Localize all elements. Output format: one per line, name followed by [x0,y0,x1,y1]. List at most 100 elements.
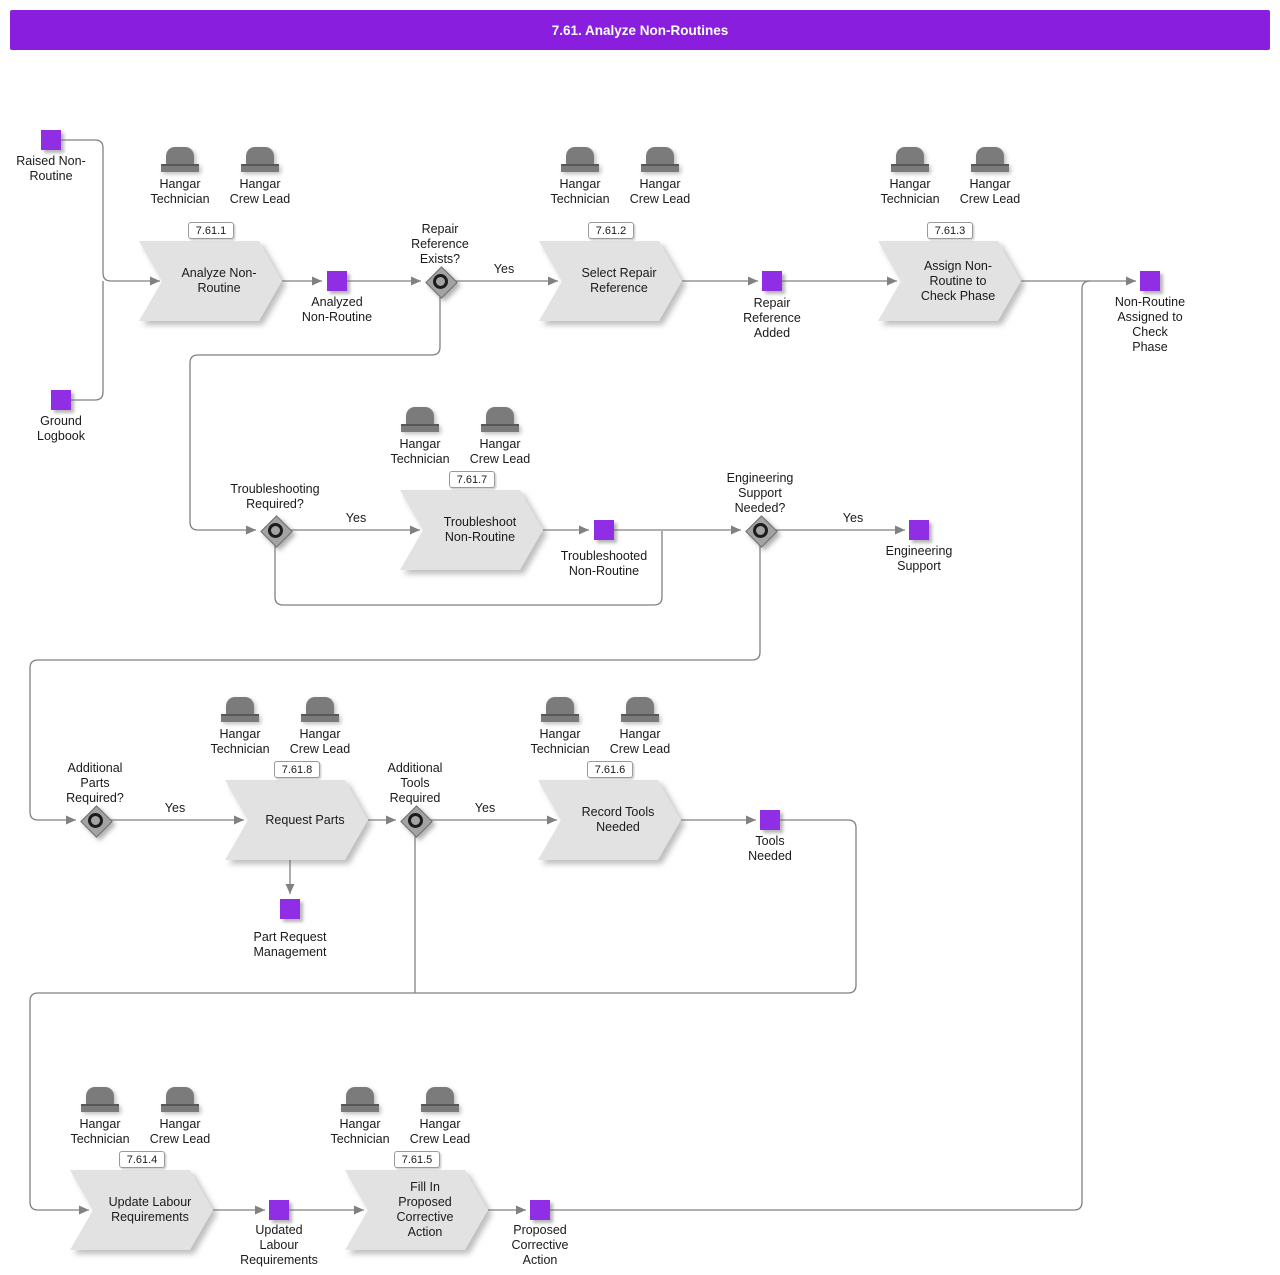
role-hangar-crew-lead: Hangar Crew Lead [620,147,700,207]
role-pair: Hangar Technician Hangar Crew Lead [200,697,360,757]
artifact-analyzed-non-routine[interactable] [327,271,347,291]
chevron-shape [538,780,681,860]
role-hangar-crew-lead: Hangar Crew Lead [600,697,680,757]
edge-label-yes: Yes [164,801,186,815]
artifact-troubleshooted-non-routine[interactable] [594,520,614,540]
artifact-raised-non-routine[interactable] [41,130,61,150]
edge-troubleshooting-no [274,531,663,606]
gateway-circle-icon [432,273,448,289]
role-hangar-technician: Hangar Technician [870,147,950,207]
hat-icon [971,147,1009,173]
chevron-shape [878,241,1021,321]
artifact-label-non-routine-assigned: Non-Routine Assigned to Check Phase [1114,295,1186,354]
role-hangar-technician: Hangar Technician [200,697,280,757]
hat-icon [161,1087,199,1113]
artifact-tools-needed[interactable] [760,810,780,830]
chevron-shape [345,1170,488,1250]
edge-raised-to-analyze [61,139,160,286]
edge-engineering-no [29,545,761,825]
gateway-engineering-support-needed [744,514,778,548]
role-hangar-crew-lead: Hangar Crew Lead [400,1087,480,1147]
hat-icon [241,147,279,173]
gateway-circle-icon [87,812,103,828]
role-pair: Hangar Technician Hangar Crew Lead [60,1087,220,1147]
task-fill-in-proposed-corrective-action[interactable]: Fill In Proposed Corrective Action 7.61.… [345,1151,488,1250]
task-label: Record Tools Needed [581,805,655,834]
edge-label-yes: Yes [493,262,515,276]
role-pair: Hangar Technician Hangar Crew Lead [870,147,1030,207]
role-pair: Hangar Technician Hangar Crew Lead [320,1087,480,1147]
task-ref-badge: 7.61.8 [274,761,320,778]
hat-icon [641,147,679,173]
chevron-shape [400,490,543,570]
page-title: 7.61. Analyze Non-Routines [10,10,1270,50]
artifact-part-request-management[interactable] [280,899,300,919]
task-request-parts[interactable]: Request Parts 7.61.8 [225,761,368,860]
artifact-label-updated-labour-requirements: Updated Labour Requirements [240,1223,318,1267]
hat-icon [891,147,929,173]
edge-bottom-merge-up [550,280,1091,1211]
artifact-label-proposed-corrective-action: Proposed Corrective Action [511,1223,569,1267]
role-pair: Hangar Technician Hangar Crew Lead [140,147,300,207]
gateway-label-repair-reference-exists: Repair Reference Exists? [411,222,469,266]
gateway-label-engineering-support-needed: Engineering Support Needed? [726,471,794,515]
edge-label-yes: Yes [842,511,864,525]
gateway-label-troubleshooting-required: Troubleshooting Required? [230,482,320,511]
role-hangar-crew-lead: Hangar Crew Lead [460,407,540,467]
gateway-troubleshooting-required [259,514,293,548]
hat-icon [421,1087,459,1113]
task-troubleshoot-non-routine[interactable]: Troubleshoot Non-Routine 7.61.7 [400,471,543,570]
gateway-label-additional-tools-required: Additional Tools Required [387,761,443,805]
chevron-shape [539,241,682,321]
artifact-engineering-support[interactable] [909,520,929,540]
hat-icon [481,407,519,433]
artifact-non-routine-assigned[interactable] [1140,271,1160,291]
role-hangar-crew-lead: Hangar Crew Lead [220,147,300,207]
role-hangar-technician: Hangar Technician [140,147,220,207]
gateway-additional-tools-required [399,804,433,838]
hat-icon [341,1087,379,1113]
role-hangar-technician: Hangar Technician [520,697,600,757]
task-label: Troubleshoot Non-Routine [443,515,517,544]
role-hangar-technician: Hangar Technician [380,407,460,467]
gateway-circle-icon [752,522,768,538]
artifact-label-analyzed-non-routine: Analyzed Non-Routine [301,295,373,324]
artifact-label-engineering-support: Engineering Support [885,544,953,573]
task-label: Request Parts [265,812,345,827]
role-hangar-crew-lead: Hangar Crew Lead [950,147,1030,207]
artifact-label-ground-logbook: Ground Logbook [37,414,85,443]
artifact-label-part-request-management: Part Request Management [253,930,327,959]
task-ref-badge: 7.61.6 [587,761,633,778]
edge-tools-needed-loop [29,819,857,1215]
hat-icon [621,697,659,723]
task-record-tools-needed[interactable]: Record Tools Needed 7.61.6 [538,761,681,860]
task-assign-non-routine[interactable]: Assign Non- Routine to Check Phase 7.61.… [878,222,1021,321]
role-hangar-crew-lead: Hangar Crew Lead [140,1087,220,1147]
edge-repair-no [189,297,441,535]
role-pair: Hangar Technician Hangar Crew Lead [540,147,700,207]
artifact-label-troubleshooted-non-routine: Troubleshooted Non-Routine [560,549,648,578]
role-hangar-crew-lead: Hangar Crew Lead [280,697,360,757]
artifact-ground-logbook[interactable] [51,390,71,410]
hat-icon [561,147,599,173]
artifact-updated-labour-requirements[interactable] [269,1200,289,1220]
task-ref-badge: 7.61.2 [588,222,634,239]
task-ref-badge: 7.61.4 [119,1151,165,1168]
task-analyze-non-routine[interactable]: Analyze Non- Routine 7.61.1 [139,222,282,321]
artifact-repair-reference-added[interactable] [762,271,782,291]
hat-icon [401,407,439,433]
chevron-shape [139,241,282,321]
edge-label-yes: Yes [345,511,367,525]
task-label: Fill In Proposed Corrective Action [396,1180,454,1239]
task-update-labour-requirements[interactable]: Update Labour Requirements 7.61.4 [70,1151,213,1250]
task-select-repair-reference[interactable]: Select Repair Reference 7.61.2 [539,222,682,321]
edge-ground-to-merge [71,281,104,401]
gateway-additional-parts-required [79,804,113,838]
hat-icon [301,697,339,723]
gateway-circle-icon [267,522,283,538]
artifact-proposed-corrective-action[interactable] [530,1200,550,1220]
chevron-shape [70,1170,213,1250]
role-pair: Hangar Technician Hangar Crew Lead [520,697,680,757]
artifact-label-repair-reference-added: Repair Reference Added [743,296,801,340]
